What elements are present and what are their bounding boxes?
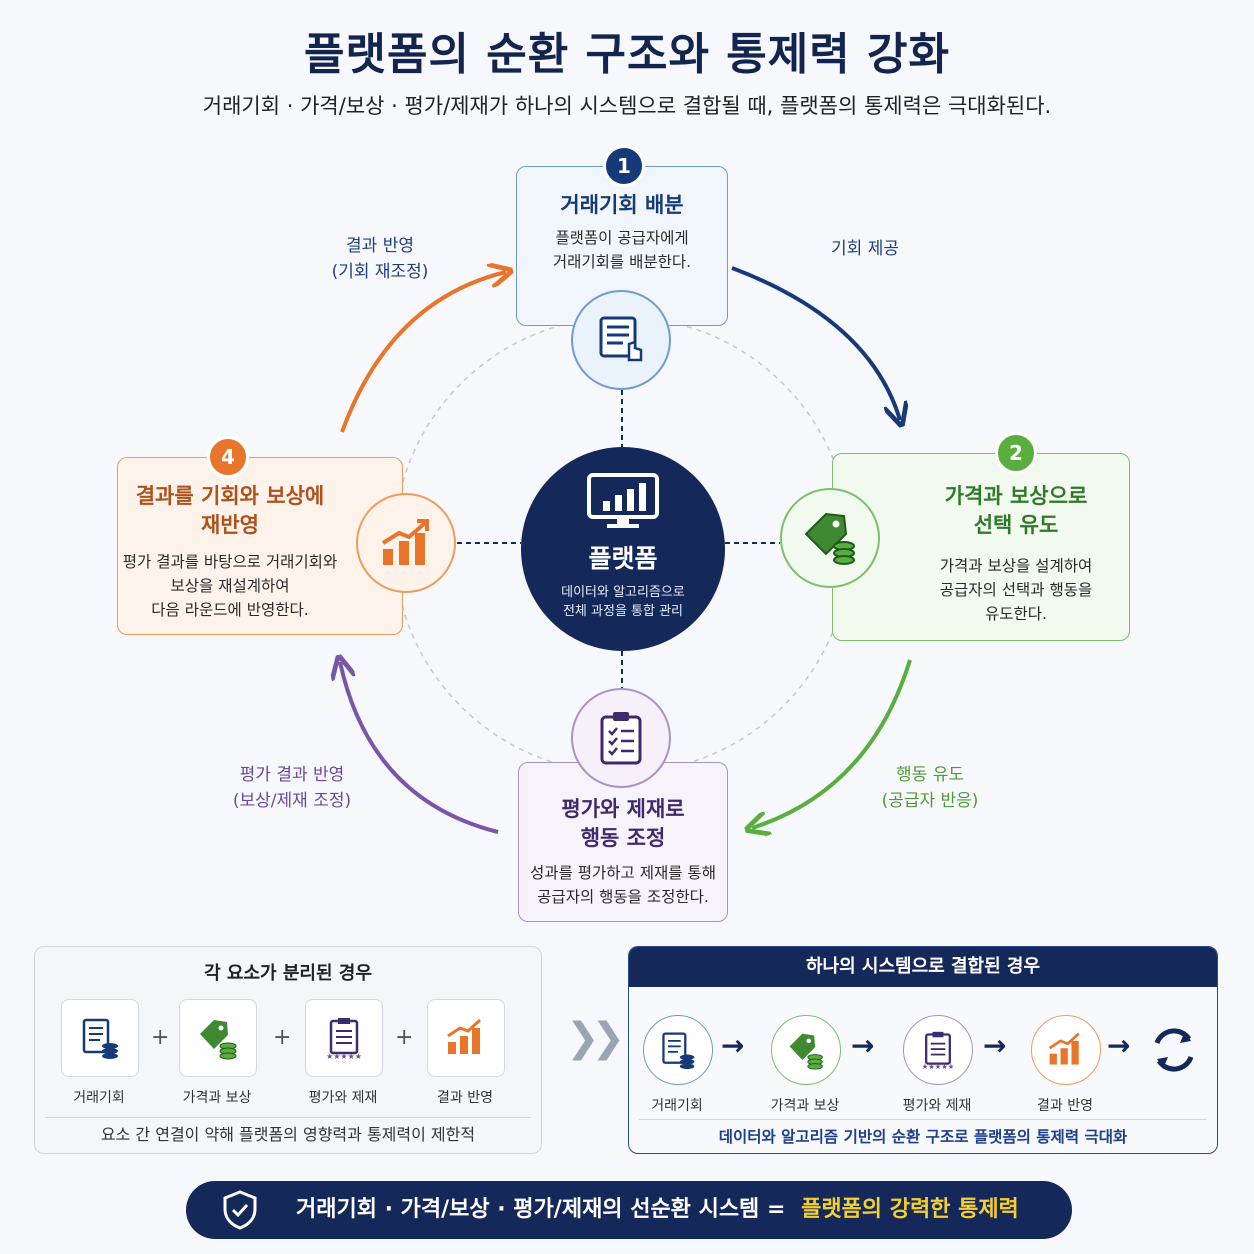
separated-item-label: 평가와 제재 [308, 1090, 378, 1106]
page-subtitle: 거래기회 · 가격/보상 · 평가/제재가 하나의 시스템으로 결합될 때, 플… [202, 94, 1052, 118]
separated-item-label: 결과 반영 [437, 1090, 493, 1106]
combined-item-label: 평가와 제재 [902, 1098, 972, 1114]
chevron-right-icon: ❯❯ [566, 1015, 625, 1061]
arrow-label-4: 결과 반영(기회 재조정) [331, 236, 429, 282]
combined-panel-header: 하나의 시스템으로 결합된 경우 [629, 947, 1217, 987]
document-coins-icon [61, 999, 139, 1077]
separated-panel-footer: 요소 간 연결이 약해 플랫폼의 영향력과 통제력이 제한적 [45, 1117, 531, 1152]
page-title: 플랫폼의 순환 구조와 통제력 강화 [304, 29, 950, 80]
separated-panel: 각 요소가 분리된 경우 + + ★★★★★ + 거래기회 가격과 보상 평가와… [34, 946, 542, 1154]
price-tag-icon [771, 1015, 841, 1085]
arrow-2-to-3 [752, 659, 912, 828]
banner-text: 거래기회 · 가격/보상 · 평가/제재의 선순환 시스템 = 플랫폼의 강력한… [296, 1197, 1019, 1222]
banner-highlight: 플랫폼의 강력한 통제력 [801, 1197, 1019, 1222]
combined-item-label: 거래기회 [651, 1098, 703, 1114]
price-tag-icon [179, 999, 257, 1077]
plus-sign: + [395, 1025, 414, 1050]
clipboard-rating-icon: ★★★★★ [903, 1015, 973, 1085]
combined-item-label: 가격과 보상 [770, 1098, 840, 1114]
svg-text:★★★★★: ★★★★★ [326, 1052, 362, 1060]
summary-banner: 거래기회 · 가격/보상 · 평가/제재의 선순환 시스템 = 플랫폼의 강력한… [186, 1181, 1072, 1239]
cycle-icon [1145, 1021, 1203, 1083]
document-coins-icon [643, 1015, 713, 1085]
plus-sign: + [151, 1025, 170, 1050]
price-tag-coins-icon [780, 488, 880, 588]
right-arrow-icon: → [721, 1029, 745, 1062]
svg-text:★★★★★: ★★★★★ [922, 1062, 955, 1070]
hub-title: 플랫폼 [588, 544, 658, 573]
right-arrow-icon: → [983, 1029, 1007, 1062]
arrow-3-to-4 [340, 662, 499, 834]
separated-panel-header: 각 요소가 분리된 경우 [204, 963, 372, 984]
combined-item-label: 결과 반영 [1037, 1098, 1093, 1114]
growth-chart-small-icon [1031, 1015, 1101, 1085]
arrow-1-to-2 [731, 266, 900, 420]
step-1-title: 거래기회 배분 [560, 193, 684, 217]
document-hand-icon [571, 290, 671, 390]
separated-item-label: 거래기회 [73, 1090, 125, 1106]
monitor-chart-icon [587, 473, 659, 528]
shield-check-icon [223, 1190, 257, 1230]
right-arrow-icon: → [1107, 1029, 1131, 1062]
arrow-label-1: 기회 제공 [831, 239, 899, 259]
clipboard-checklist-icon [571, 688, 671, 788]
step-1-badge: 1 [603, 145, 645, 187]
growth-chart-icon [356, 493, 456, 593]
step-2-badge: 2 [995, 432, 1037, 474]
arrow-label-3: 평가 결과 반영(보상/제재 조정) [232, 765, 352, 811]
combined-panel-footer: 데이터와 알고리즘 기반의 순환 구조로 플랫폼의 통제력 극대화 [639, 1119, 1207, 1153]
arrow-4-to-1 [340, 272, 506, 433]
growth-chart-small-icon [427, 999, 505, 1077]
right-arrow-icon: → [851, 1029, 875, 1062]
plus-sign: + [273, 1025, 292, 1050]
combined-panel: 하나의 시스템으로 결합된 경우 → → ★★★★★ → → 거래기회 가격과 … [628, 946, 1218, 1154]
separated-item-label: 가격과 보상 [182, 1090, 252, 1106]
step-4-badge: 4 [207, 436, 249, 478]
arrow-label-2: 행동 유도(공급자 반응) [881, 765, 979, 811]
clipboard-rating-icon: ★★★★★ [305, 999, 383, 1077]
